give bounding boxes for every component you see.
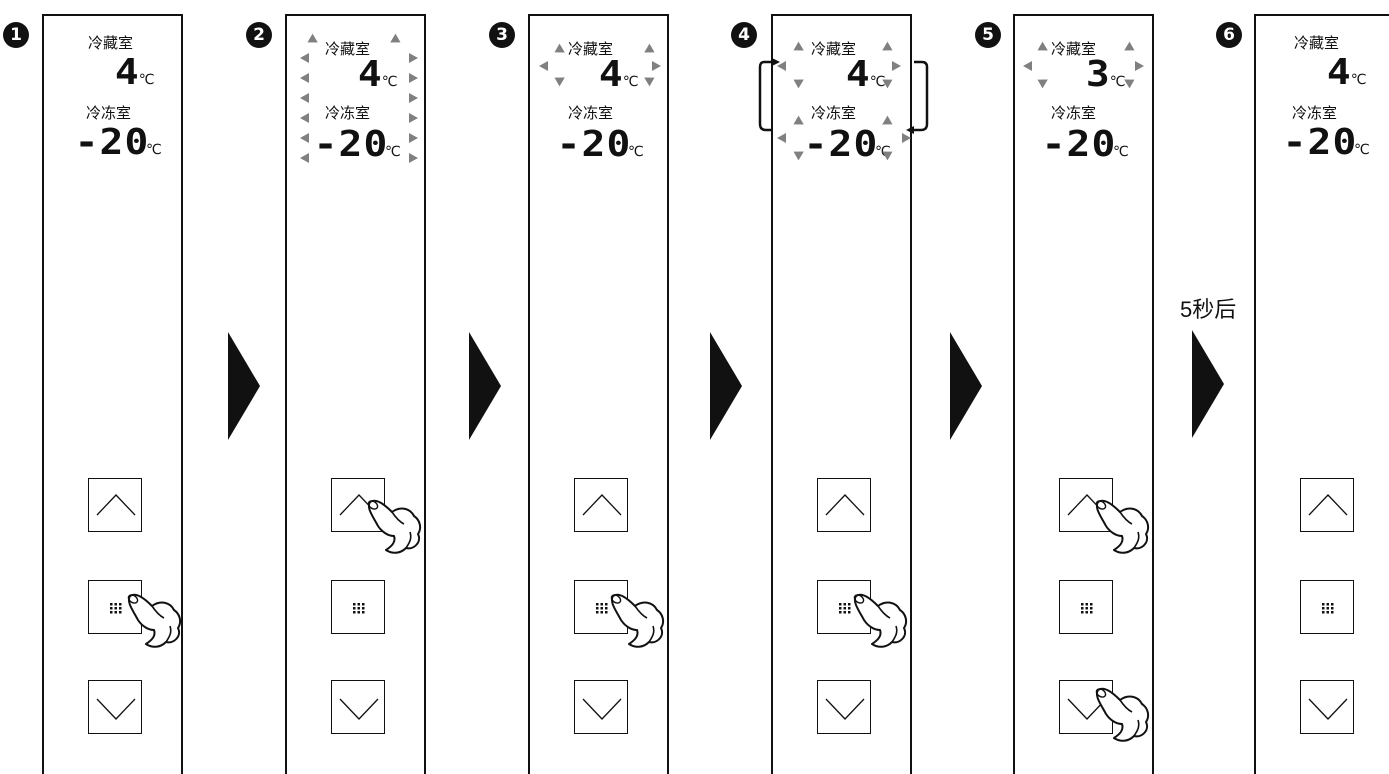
down-button[interactable] [88, 680, 142, 734]
up-button[interactable] [574, 478, 628, 532]
freezer-label: 冷冻室 [1051, 104, 1097, 122]
fridge-label: 冷藏室 [568, 40, 614, 58]
freezer-label: 冷冻室 [325, 104, 371, 122]
down-button[interactable] [331, 680, 385, 734]
step-number-1: 1 [3, 22, 29, 48]
menu-button[interactable] [331, 580, 385, 634]
fridge-label: 冷藏室 [1294, 34, 1340, 52]
up-button[interactable] [817, 478, 871, 532]
menu-button[interactable] [1300, 580, 1354, 634]
freezer-temperature: -20℃ [556, 124, 644, 165]
chevron-down-icon [1308, 698, 1348, 720]
menu-button[interactable] [817, 580, 871, 634]
step-number-6: 6 [1216, 22, 1242, 48]
down-button[interactable] [1300, 680, 1354, 734]
menu-button[interactable] [574, 580, 628, 634]
step-number-5: 5 [975, 22, 1001, 48]
fridge-temperature: 4℃ [598, 54, 639, 95]
chevron-up-icon [825, 494, 865, 516]
triangle-right-icon [710, 332, 742, 440]
triangle-right-icon [1192, 330, 1224, 438]
triangle-right-icon [469, 332, 501, 440]
up-button[interactable] [1059, 478, 1113, 532]
chevron-up-icon [96, 494, 136, 516]
chevron-up-icon [582, 494, 622, 516]
menu-button[interactable] [88, 580, 142, 634]
freezer-label: 冷冻室 [1292, 104, 1338, 122]
chevron-down-icon [339, 698, 379, 720]
chevron-down-icon [825, 698, 865, 720]
down-button[interactable] [817, 680, 871, 734]
chevron-down-icon [582, 698, 622, 720]
grid-dots-icon [1081, 603, 1093, 614]
fridge-temperature: 4℃ [1326, 52, 1367, 93]
freezer-label: 冷冻室 [811, 104, 857, 122]
chevron-down-icon [1067, 698, 1107, 720]
up-button[interactable] [88, 478, 142, 532]
fridge-label: 冷藏室 [1051, 40, 1097, 58]
freezer-temperature: -20℃ [74, 122, 162, 163]
fridge-temperature: 4℃ [357, 54, 398, 95]
grid-dots-icon [353, 603, 365, 614]
triangle-right-icon [228, 332, 260, 440]
menu-button[interactable] [1059, 580, 1113, 634]
freezer-temperature: -20℃ [803, 124, 891, 165]
freezer-temperature: -20℃ [1041, 124, 1129, 165]
chevron-up-icon [1067, 494, 1107, 516]
chevron-up-icon [1308, 494, 1348, 516]
triangle-right-icon [950, 332, 982, 440]
control-panel-3: 冷藏室 4℃ 冷冻室 -20℃ [528, 14, 669, 774]
grid-dots-icon [1322, 603, 1334, 614]
step-number-3: 3 [489, 22, 515, 48]
fridge-label: 冷藏室 [88, 34, 134, 52]
up-button[interactable] [331, 478, 385, 532]
control-panel-6: 冷藏室 4℃ 冷冻室 -20℃ [1254, 14, 1389, 774]
fridge-label: 冷藏室 [811, 40, 857, 58]
grid-dots-icon [110, 603, 122, 614]
fridge-temperature: 4℃ [114, 52, 155, 93]
step-number-4: 4 [731, 22, 757, 48]
chevron-down-icon [96, 698, 136, 720]
control-panel-4: 冷藏室 4℃ 冷冻室 -20℃ [771, 14, 912, 774]
fridge-label: 冷藏室 [325, 40, 371, 58]
freezer-temperature: -20℃ [313, 124, 401, 165]
down-button[interactable] [1059, 680, 1113, 734]
grid-dots-icon [596, 603, 608, 614]
up-button[interactable] [1300, 478, 1354, 532]
control-panel-5: 冷藏室 3℃ 冷冻室 -20℃ [1013, 14, 1154, 774]
control-panel-1: 冷藏室 4℃ 冷冻室 -20℃ [42, 14, 183, 774]
after-5-seconds-label: 5秒后 [1180, 297, 1237, 322]
down-button[interactable] [574, 680, 628, 734]
step-number-2: 2 [246, 22, 272, 48]
control-panel-2: 冷藏室 4℃ 冷冻室 -20℃ [285, 14, 426, 774]
freezer-temperature: -20℃ [1282, 122, 1370, 163]
chevron-up-icon [339, 494, 379, 516]
freezer-label: 冷冻室 [86, 104, 132, 122]
fridge-temperature: 3℃ [1085, 54, 1126, 95]
grid-dots-icon [839, 603, 851, 614]
freezer-label: 冷冻室 [568, 104, 614, 122]
fridge-temperature: 4℃ [845, 54, 886, 95]
